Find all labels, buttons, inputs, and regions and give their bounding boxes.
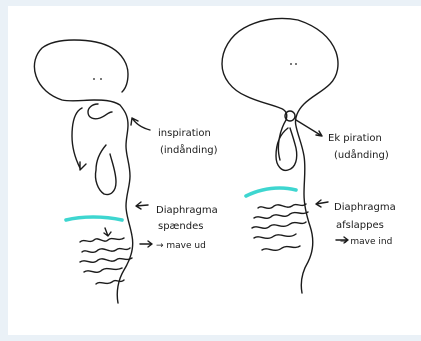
left-diaphragm-arrow bbox=[136, 202, 148, 209]
left-eye-1 bbox=[93, 78, 95, 80]
right-eye-2 bbox=[295, 63, 297, 65]
left-intestines bbox=[80, 238, 132, 284]
left-label-diaphragm-1: Diaphragma bbox=[156, 205, 218, 216]
left-airway bbox=[72, 104, 112, 168]
left-lung bbox=[95, 145, 116, 195]
right-label-expiration-2: (udånding) bbox=[334, 148, 389, 161]
right-diaphragm-arrow bbox=[316, 200, 328, 207]
right-diaphragm-bar bbox=[246, 188, 296, 196]
left-pointer-arrow bbox=[131, 118, 150, 130]
right-eye-1 bbox=[290, 63, 292, 65]
right-label-diaphragm-2: afslappes bbox=[336, 220, 384, 231]
right-label-diaphragm-1: Diaphragma bbox=[334, 202, 396, 213]
right-pointer-arrow bbox=[296, 120, 322, 136]
right-head-outline bbox=[222, 18, 338, 293]
left-figure bbox=[34, 40, 152, 303]
right-airway-line bbox=[278, 120, 286, 160]
left-label-belly: → mave ud bbox=[156, 241, 206, 251]
left-head-outline bbox=[34, 40, 132, 303]
left-eye-2 bbox=[100, 78, 102, 80]
left-belly-arrow bbox=[140, 241, 152, 247]
left-label-inspiration-1: inspiration bbox=[158, 128, 211, 139]
left-diaphragm-bar bbox=[66, 217, 122, 220]
right-label-expiration-1: Ek piration bbox=[328, 133, 382, 144]
left-small-arrow bbox=[104, 228, 111, 236]
right-label-belly: → mave ind bbox=[340, 237, 392, 247]
right-intestines bbox=[252, 204, 308, 250]
left-label-diaphragm-2: spændes bbox=[158, 221, 203, 232]
left-label-inspiration-2: (indånding) bbox=[160, 143, 218, 156]
right-figure bbox=[222, 18, 348, 293]
left-airway-arrow bbox=[80, 162, 86, 170]
right-lung bbox=[276, 128, 297, 170]
